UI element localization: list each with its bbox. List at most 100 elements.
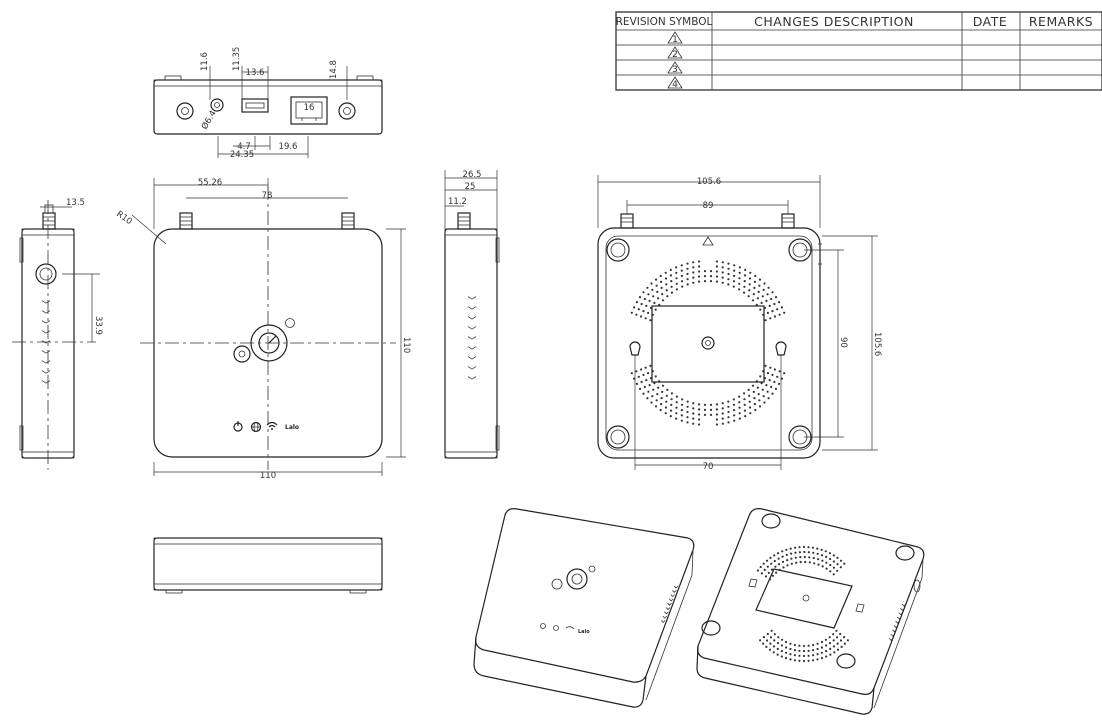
vent-dot — [820, 657, 824, 660]
vent-dot — [786, 559, 789, 562]
vent-dot — [733, 409, 736, 412]
status-led-icons: Lalo — [233, 421, 299, 433]
ethernet-port-icon — [290, 96, 328, 125]
vent-dot — [781, 560, 785, 564]
vent-dot — [664, 271, 667, 274]
vent-dot — [657, 297, 660, 300]
vent-dot — [727, 400, 730, 403]
logo-icon — [551, 565, 596, 590]
vent-dot — [790, 552, 793, 555]
vent-dot — [715, 418, 719, 421]
vent-dot — [669, 409, 673, 412]
vent-chevron — [898, 612, 904, 616]
usb-port-icon — [241, 98, 269, 113]
vent-dot — [664, 412, 667, 415]
vent-dot — [743, 392, 746, 395]
vent-dot — [680, 403, 684, 406]
vent-dot — [698, 275, 701, 278]
vent-dot — [692, 417, 695, 420]
vent-dot — [773, 554, 776, 557]
vent-dot — [675, 282, 678, 285]
vent-dot — [846, 639, 850, 642]
vent-dot — [762, 642, 765, 645]
antenna-icon — [457, 212, 471, 230]
vent-dot — [763, 282, 766, 285]
header-changes-description: CHANGES DESCRIPTION — [754, 14, 914, 29]
vent-dot — [813, 562, 816, 565]
vent-dot — [665, 400, 668, 403]
vent-chevron — [665, 607, 671, 611]
vent-dot — [692, 276, 695, 279]
revision-triangle-icon — [667, 76, 683, 89]
dim-label: 13.5 — [66, 198, 85, 208]
vent-dot — [752, 390, 755, 393]
vent-chevron — [664, 611, 669, 615]
vent-dot — [686, 278, 689, 281]
vent-dot — [768, 578, 772, 581]
vent-dot — [630, 311, 633, 314]
vent-dot — [802, 649, 806, 653]
vent-dot — [839, 566, 842, 569]
brand-label: Lalo — [285, 424, 299, 431]
svg-text:﹀: ﹀ — [467, 356, 476, 367]
vent-dot — [650, 401, 653, 404]
vent-dot — [766, 293, 769, 296]
vent-dot — [770, 629, 773, 632]
vent-dot — [652, 388, 655, 391]
vent-dot — [824, 638, 828, 641]
dim-label: 105.6 — [872, 332, 882, 356]
vent-dot — [640, 302, 643, 306]
vent-dot — [778, 370, 781, 373]
vent-dot — [760, 572, 764, 575]
vent-dot — [773, 380, 776, 384]
vent-dot — [651, 395, 654, 398]
vent-dot — [661, 293, 664, 296]
vent-chevron-icons: ﹀ ﹀ ﹀ ﹀ ﹀ ﹀ ﹀ ﹀ ﹀ — [41, 300, 50, 391]
bottom-view: 105.6 89 90 105.6 70 — [597, 175, 882, 472]
vent-dot — [785, 640, 788, 644]
vent-dot — [660, 280, 663, 283]
vent-dot — [661, 299, 665, 302]
vent-dot — [789, 647, 792, 651]
vent-dot — [635, 313, 638, 316]
vent-dot — [635, 370, 638, 373]
vent-dot — [825, 655, 828, 658]
vent-dot — [670, 403, 673, 406]
vent-dot — [753, 397, 756, 400]
vent-dot — [807, 659, 810, 662]
vent-dot — [807, 654, 810, 657]
vent-dot — [843, 636, 846, 639]
vent-dot — [803, 550, 806, 554]
right-side-view: ﹀ ﹀ ﹀ ﹀ ﹀ ﹀ ﹀ ﹀ ﹀ 26.5 25 11.2 — [444, 170, 500, 459]
vent-dot — [754, 274, 757, 278]
vent-dot — [692, 407, 695, 410]
svg-text:﹀: ﹀ — [467, 346, 476, 357]
vent-chevron — [896, 616, 902, 620]
vent-dot — [767, 286, 770, 289]
vent-dot — [661, 390, 664, 393]
vent-dot — [835, 629, 838, 632]
vent-dot — [732, 398, 735, 401]
vent-dot — [816, 647, 819, 651]
svg-text:﹀: ﹀ — [41, 350, 50, 361]
vent-dot — [829, 570, 832, 573]
vent-dot — [789, 547, 792, 550]
vent-dot — [655, 284, 658, 287]
vent-dot — [793, 649, 797, 652]
vent-dot — [727, 278, 730, 281]
vent-dot — [647, 390, 650, 393]
vent-dot — [727, 283, 730, 286]
vent-dot — [812, 643, 815, 647]
vent-dot — [635, 382, 639, 385]
vent-dot — [774, 296, 778, 299]
dim-label: 110 — [260, 471, 276, 481]
vent-dot — [698, 408, 701, 411]
vent-dot — [637, 308, 640, 311]
vent-dot — [786, 564, 789, 567]
vent-dot — [653, 301, 656, 304]
vent-dot — [660, 397, 663, 400]
vent-dot — [733, 419, 736, 422]
vent-dot — [680, 419, 683, 422]
vent-dot — [769, 317, 772, 320]
vent-dot — [686, 272, 689, 276]
